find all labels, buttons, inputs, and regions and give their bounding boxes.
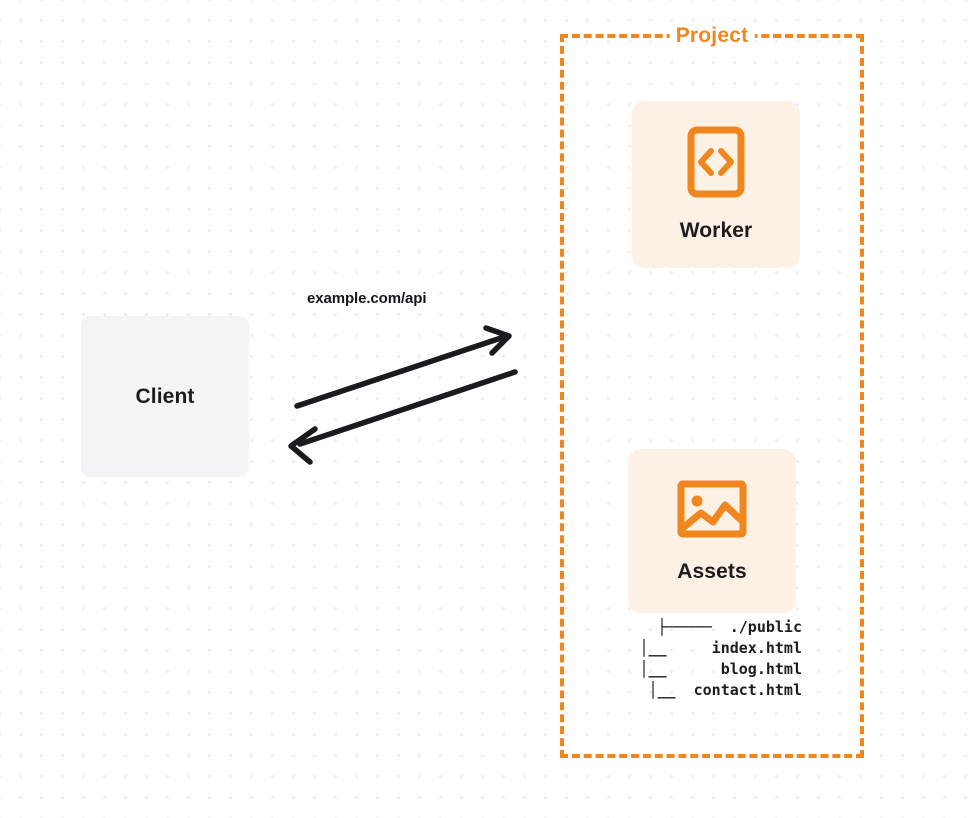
- project-container: Project: [560, 24, 864, 758]
- assets-label: Assets: [677, 559, 747, 583]
- file-tree-row: ├───── ./public: [657, 618, 803, 636]
- file-tree-row: │__ index.html: [639, 639, 802, 657]
- image-icon: [677, 479, 747, 544]
- code-brackets-icon: [687, 126, 745, 203]
- response-arrow: [288, 369, 518, 465]
- worker-card[interactable]: Worker: [632, 101, 800, 268]
- request-arrow: [294, 325, 512, 409]
- assets-file-tree: ├───── ./public │__ index.html │__ blog.…: [600, 617, 802, 701]
- project-title: Project: [669, 24, 755, 48]
- file-tree-row: │__ blog.html: [639, 660, 802, 678]
- assets-card[interactable]: Assets: [628, 449, 796, 613]
- client-node[interactable]: Client: [81, 316, 249, 477]
- client-label: Client: [135, 384, 195, 408]
- connection-label: example.com/api: [307, 290, 427, 307]
- file-tree-row: │__ contact.html: [648, 681, 802, 699]
- worker-label: Worker: [679, 219, 753, 242]
